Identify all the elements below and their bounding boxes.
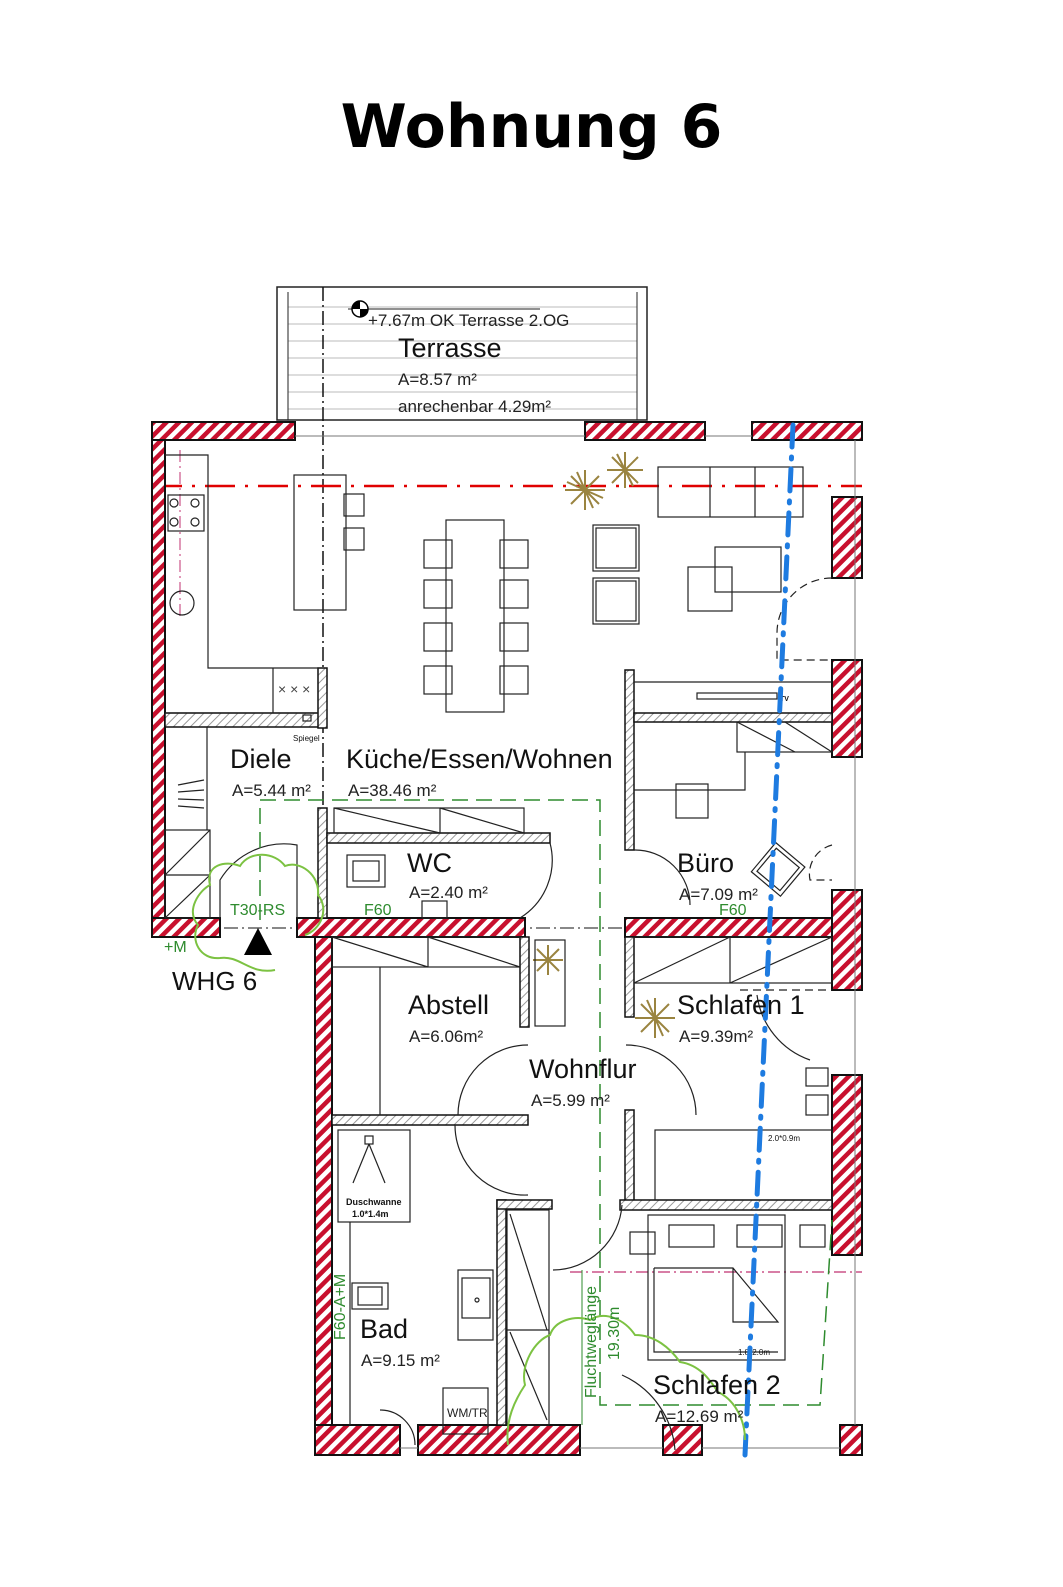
escape-route-label: Fluchtweglänge [583,1286,600,1398]
escape-route-length: 19.30m [606,1307,623,1360]
mirror-label: Spiegel [293,734,320,743]
bad-wall-rating: F60-A+M [332,1274,349,1340]
terrace-name: Terrasse [398,333,502,363]
room-wohnen-name: Küche/Essen/Wohnen [346,744,613,774]
shower-size: 1.0*1.4m [352,1209,389,1219]
room-diele-area: A=5.44 m² [232,781,311,800]
room-wc-area: A=2.40 m² [409,883,488,902]
entrance-arrow-icon [244,928,272,955]
dining-table [423,519,529,713]
hall-furniture [331,936,833,1201]
room-schlafen1-name: Schlafen 1 [677,990,805,1020]
buero-furniture [633,721,833,906]
room-labels: Diele A=5.44 m² Küche/Essen/Wohnen A=38.… [230,744,805,1426]
room-buero-name: Büro [677,848,734,878]
room-wohnflur-area: A=5.99 m² [531,1091,610,1110]
washer-label: WM/TR [447,1406,488,1420]
room-schlafen2-name: Schlafen 2 [653,1370,781,1400]
wc-f60-label: F60 [364,902,392,919]
room-abstell-name: Abstell [408,990,489,1020]
room-abstell-area: A=6.06m² [409,1027,484,1046]
plus-m-label: +M [164,939,187,956]
oven-marks: × × × [278,681,310,697]
room-schlafen1-area: A=9.39m² [679,1027,754,1046]
room-bad-area: A=9.15 m² [361,1351,440,1370]
room-wohnflur-name: Wohnflur [529,1054,637,1084]
page-title: Wohnung 6 [340,92,723,162]
interior-walls [164,667,833,1426]
schlafen2-furniture [621,1214,826,1451]
plant-icons [533,452,675,1038]
tv-label: TV [780,696,789,703]
annotations: T30-RS F60 F60 +M WHG 6 F60-A+M Fluchtwe… [164,902,747,1398]
terrace-creditable-area: anrechenbar 4.29m² [398,397,551,416]
terrace: +7.67m OK Terrasse 2.OG Terrasse A=8.57 … [276,286,648,421]
kitchen-furniture [165,454,365,714]
shower-label: Duschwanne [346,1197,402,1207]
room-schlafen2-area: A=12.69 m² [655,1407,744,1426]
room-buero-area: A=7.09 m² [679,885,758,904]
room-wohnen-area: A=38.46 m² [348,781,437,800]
bed1-size: 2.0*0.9m [768,1134,800,1143]
room-diele-name: Diele [230,744,292,774]
escape-route-line [742,422,796,1458]
bed2-size: 1.8*2.0m [738,1348,770,1357]
door-rating-label: T30-RS [230,902,285,919]
exterior-walls [151,421,863,1456]
revision-clouds [191,853,746,1446]
room-wc-name: WC [407,848,452,878]
buero-f60-label: F60 [719,902,747,919]
fire-zone-outline [259,799,833,1406]
bad-furniture [337,1129,623,1446]
entrance-label: WHG 6 [172,966,257,996]
terrace-area: A=8.57 m² [398,370,477,389]
terrace-level: +7.67m OK Terrasse 2.OG [368,311,569,330]
room-bad-name: Bad [360,1314,408,1344]
living-furniture [592,466,833,700]
